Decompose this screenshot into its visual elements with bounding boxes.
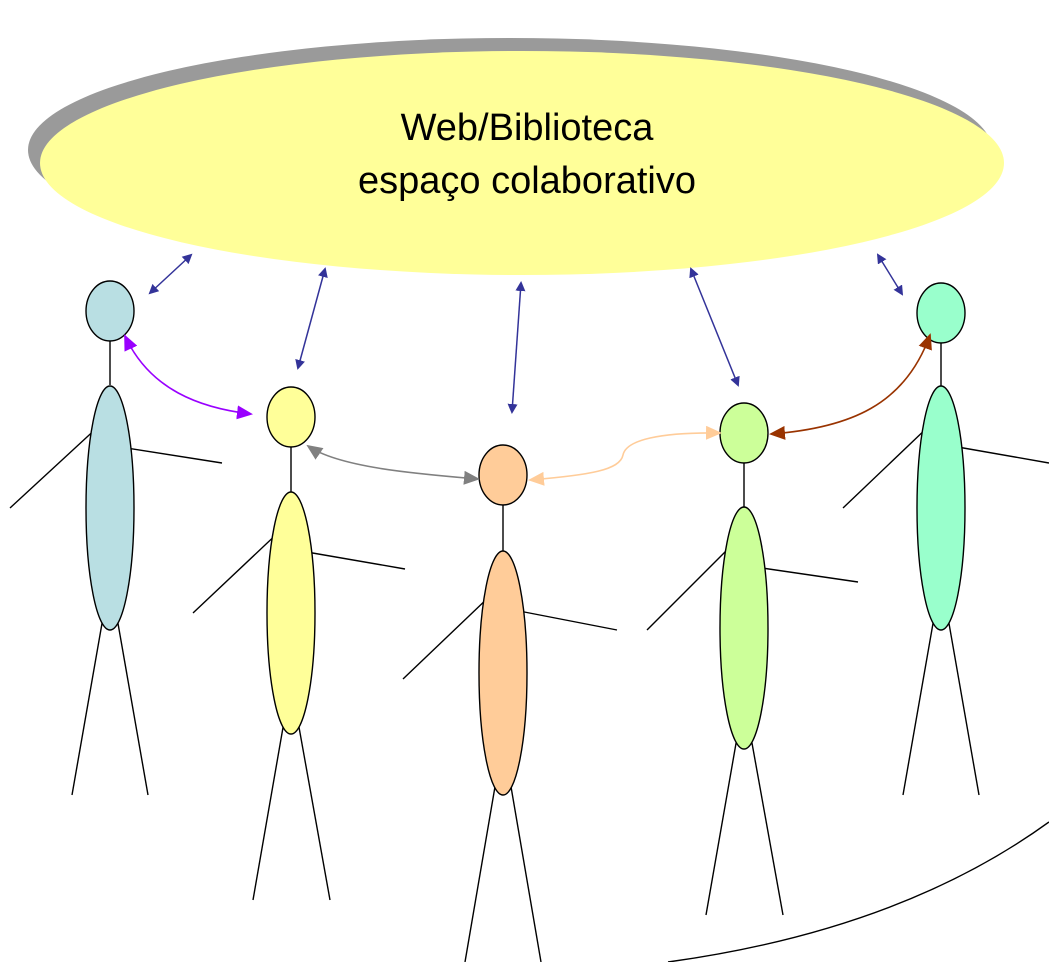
person-4-leg-left	[705, 731, 739, 916]
person-2-arm-left	[192, 529, 282, 614]
person-2-leg-right	[296, 715, 331, 901]
person-2-leg-left	[252, 715, 286, 901]
person-3-leg-right	[508, 774, 542, 962]
person-3-head	[478, 444, 528, 506]
person-1-head	[85, 280, 135, 342]
link-2-3	[306, 444, 480, 485]
person-2-head	[266, 386, 316, 448]
ground-curve	[667, 821, 1049, 962]
person-5	[842, 282, 1049, 796]
person-5-head	[916, 282, 966, 344]
person-3-leg-left	[464, 774, 498, 962]
link-4-5	[769, 333, 932, 440]
person-2-arm-right	[300, 550, 406, 570]
web-link-2	[295, 267, 328, 370]
person-1-body	[85, 385, 135, 631]
person-5-arm-right	[951, 445, 1049, 464]
collaborative-space: Web/Biblioteca espaço colaborativo	[28, 38, 1004, 275]
person-4-leg-right	[749, 731, 784, 916]
person-3	[402, 444, 618, 962]
web-links	[148, 253, 904, 414]
person-3-body	[478, 550, 528, 796]
person-5-leg-left	[902, 611, 936, 796]
person-1-arm-right	[119, 446, 223, 464]
space-ellipse	[40, 51, 1004, 275]
person-4	[646, 402, 859, 916]
person-3-arm-right	[513, 609, 618, 631]
web-link-3	[507, 281, 526, 414]
person-2-body	[266, 491, 316, 735]
person-4-head	[719, 402, 769, 464]
web-link-4	[689, 267, 740, 387]
person-1-leg-right	[115, 611, 149, 796]
person-4-arm-left	[646, 544, 733, 631]
person-4-body	[719, 506, 769, 750]
person-1-leg-left	[71, 611, 105, 796]
web-link-5	[876, 253, 904, 296]
space-subtitle: espaço colaborativo	[358, 160, 696, 202]
person-5-leg-right	[946, 611, 980, 796]
person-3-arm-left	[402, 594, 492, 680]
person-2	[192, 386, 406, 901]
person-1-arm-left	[9, 424, 101, 509]
peer-links	[124, 333, 932, 486]
person-1	[9, 280, 223, 796]
web-link-1	[148, 253, 193, 295]
person-4-arm-right	[754, 566, 859, 583]
link-3-4	[528, 425, 722, 486]
space-title: Web/Biblioteca	[401, 107, 655, 149]
person-5-body	[916, 385, 966, 631]
link-1-2	[124, 334, 253, 420]
